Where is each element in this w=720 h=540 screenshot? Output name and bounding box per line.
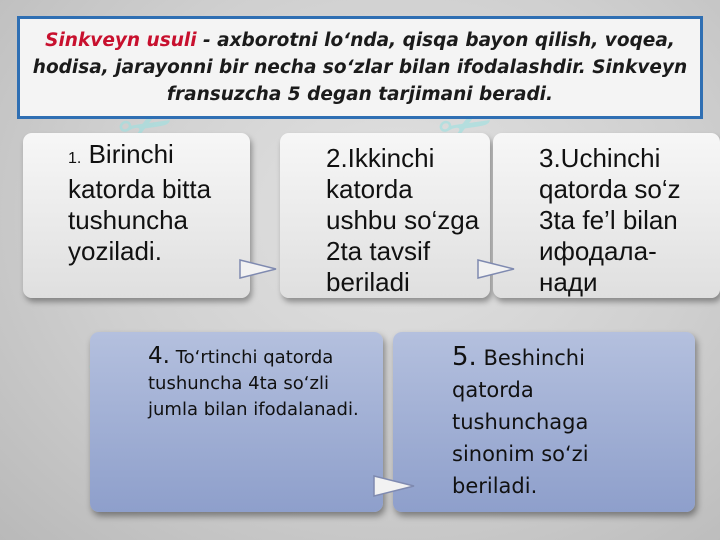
step-text-1: 1. Birinchi katorda bitta tushuncha yozi…	[68, 139, 248, 267]
definition-box: Sinkveyn usuli - axborotni lo‘nda, qisqa…	[17, 16, 703, 119]
definition-body: - axborotni lo‘nda, qisqa bayon qilish, …	[32, 30, 688, 105]
arrow-right-icon	[477, 259, 515, 279]
step-body-4: To‘rtinchi qatorda tushuncha 4ta so‘zli …	[148, 347, 359, 420]
definition-term: Sinkveyn usuli	[45, 30, 197, 51]
arrow-right-icon	[239, 259, 277, 279]
step-card-5: 5. Beshinchi qatorda tushunchaga sinonim…	[393, 332, 695, 512]
arrow-right-icon	[373, 475, 415, 497]
step-number-5: 5.	[452, 342, 477, 372]
step-card-3: 3.Uchinchi qatorda so‘z 3ta fe’l bilan и…	[493, 133, 720, 298]
step-text-2: 2.Ikkinchi katorda ushbu so‘zga 2ta tavs…	[326, 143, 480, 297]
step-body-1: Birinchi katorda bitta tushuncha yozilad…	[68, 139, 212, 266]
step-body-5: Beshinchi qatorda tushunchaga sinonim so…	[452, 346, 589, 498]
step-text-5: 5. Beshinchi qatorda tushunchaga sinonim…	[452, 341, 667, 502]
step-number-4: 4.	[148, 343, 170, 369]
step-card-1: 1. Birinchi katorda bitta tushuncha yozi…	[23, 133, 250, 298]
step-text-4: 4. To‘rtinchi qatorda tushuncha 4ta so‘z…	[148, 343, 378, 423]
step-card-2: 2.Ikkinchi katorda ushbu so‘zga 2ta tavs…	[280, 133, 490, 298]
step-text-3: 3.Uchinchi qatorda so‘z 3ta fe’l bilan и…	[539, 143, 681, 297]
step-number-1: 1.	[68, 150, 82, 167]
definition-text: Sinkveyn usuli - axborotni lo‘nda, qisqa…	[28, 27, 692, 108]
step-card-4: 4. To‘rtinchi qatorda tushuncha 4ta so‘z…	[90, 332, 383, 512]
